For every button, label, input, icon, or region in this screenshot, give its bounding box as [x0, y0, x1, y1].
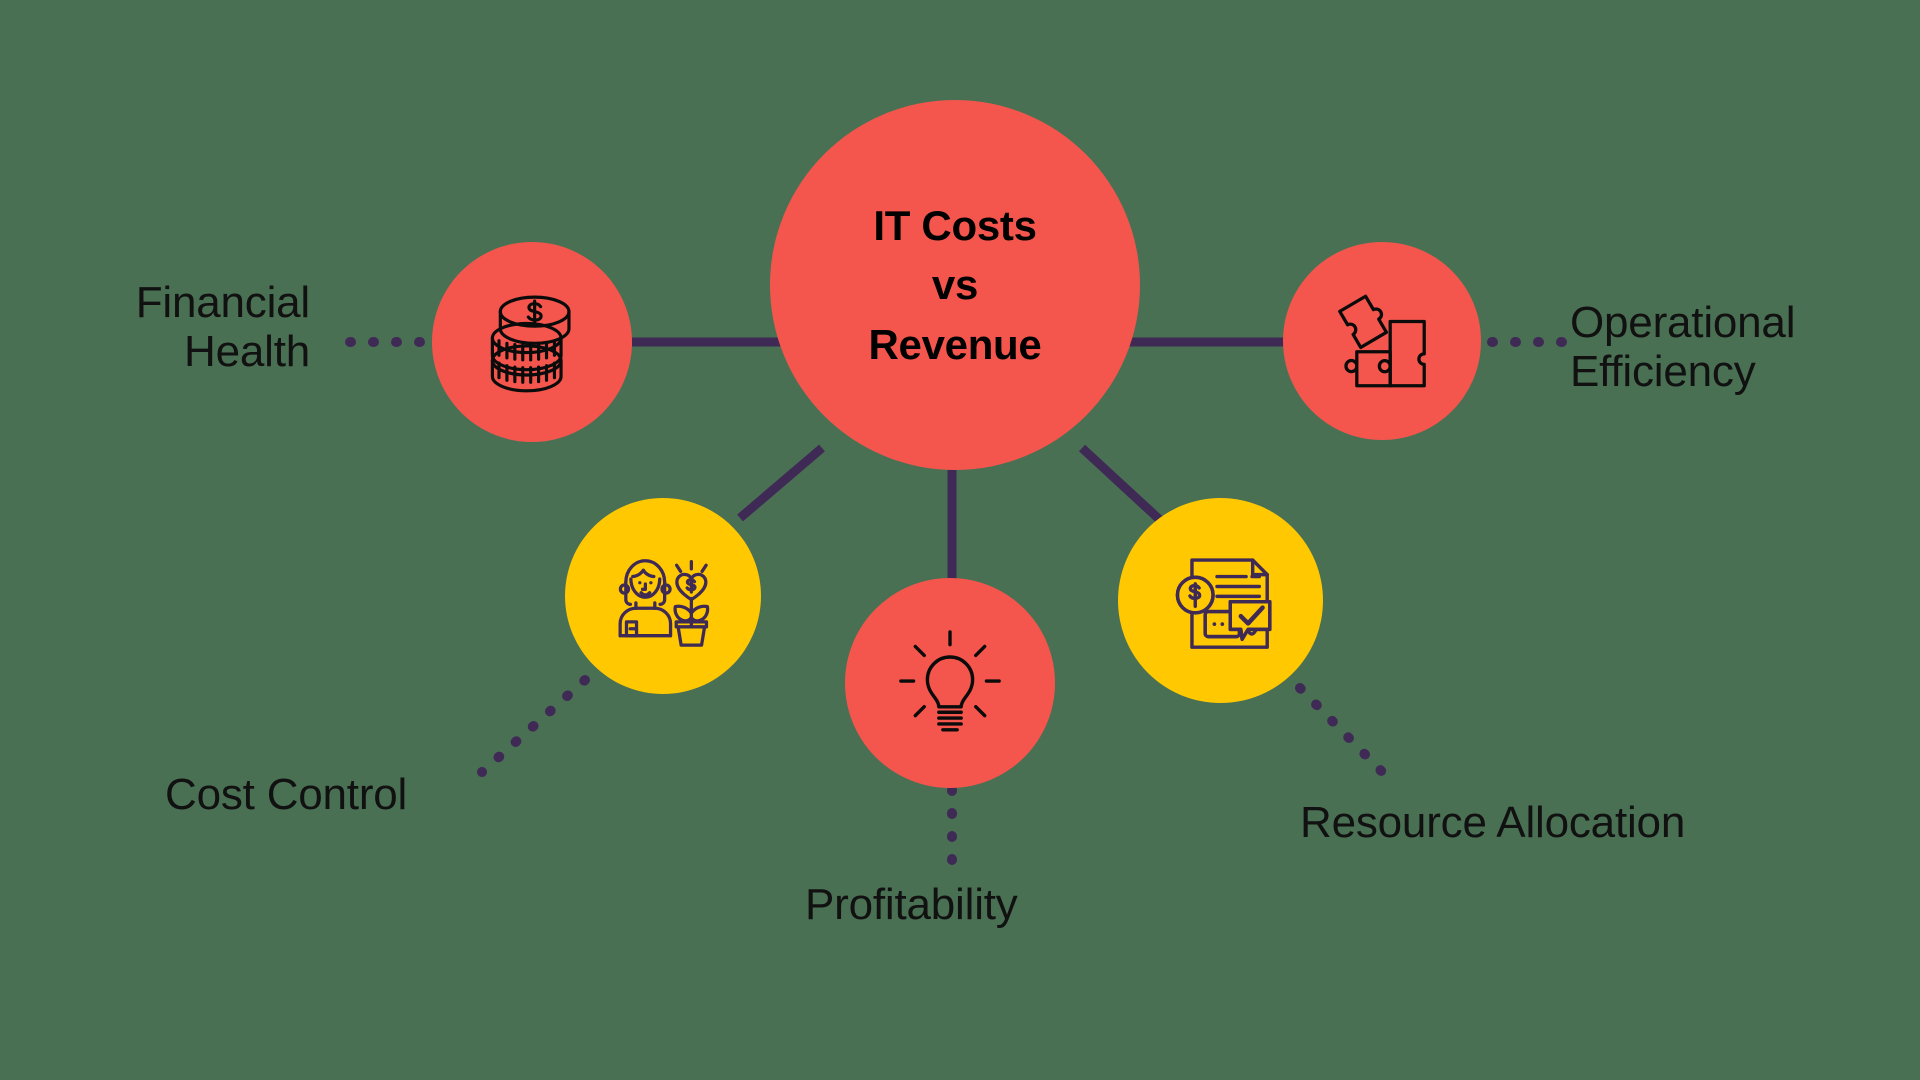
label-operational-efficiency: Operational Efficiency	[1570, 298, 1796, 397]
node-resource-allocation[interactable]	[1118, 498, 1323, 703]
puzzle-pieces-icon	[1319, 278, 1445, 404]
label-financial-health: Financial Health	[135, 278, 310, 377]
center-title: IT Costs vs Revenue	[868, 201, 1042, 368]
center-node[interactable]: IT Costs vs Revenue	[770, 100, 1140, 470]
coin-stack-icon	[466, 276, 598, 408]
label-cost-control: Cost Control	[165, 770, 408, 819]
leader-cost-label	[477, 675, 590, 777]
invoice-document-icon	[1155, 535, 1287, 667]
node-operational-efficiency[interactable]	[1283, 242, 1481, 440]
node-cost-control[interactable]	[565, 498, 761, 694]
lightbulb-icon	[885, 618, 1015, 748]
connector-center-to-resource	[1078, 444, 1164, 524]
label-resource-allocation: Resource Allocation	[1300, 798, 1686, 847]
person-money-plant-icon	[600, 533, 726, 659]
connector-center-to-cost	[737, 444, 825, 522]
leader-resource-label	[1295, 683, 1397, 787]
node-financial-health[interactable]	[432, 242, 632, 442]
label-profitability: Profitability	[805, 880, 1018, 929]
node-profitability[interactable]	[845, 578, 1055, 788]
